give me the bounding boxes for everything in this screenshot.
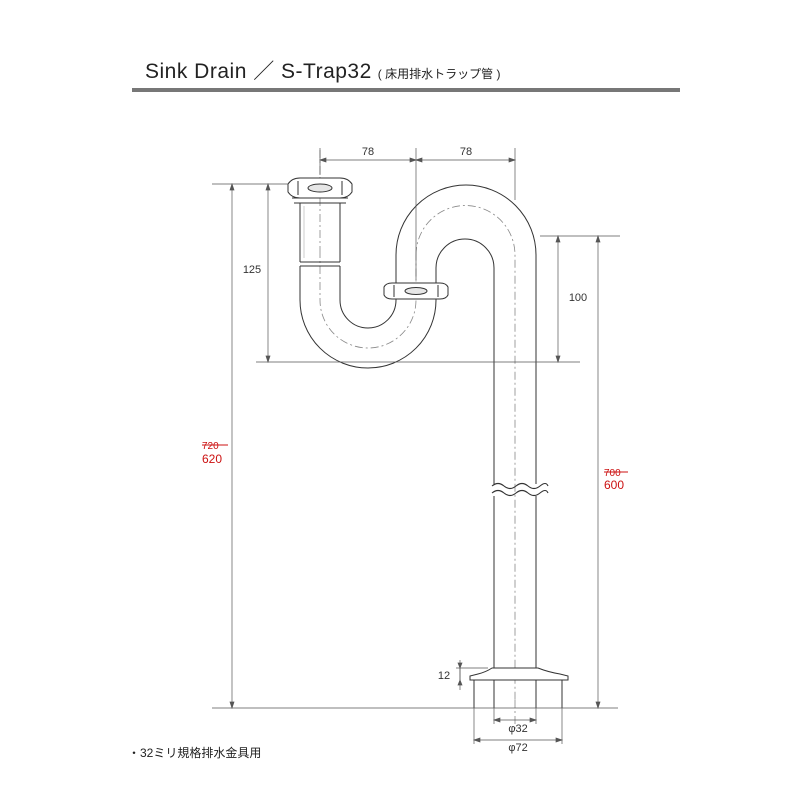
title-block: Sink Drain ／ S-Trap32 ( 床用排水トラップ管 ) [145,55,500,85]
upper-bend [395,184,537,283]
floor-flange [469,667,569,708]
dim-pipe-diameter: φ32 [508,723,527,735]
centerlines [319,150,516,730]
middle-slip-nut [383,282,449,300]
dim-right-height-old: 700 [604,468,621,479]
dim-right-depth: 100 [569,292,587,304]
usage-note: ・32ミリ規格排水金具用 [128,746,262,760]
dim-left-height-new: 620 [202,452,222,466]
drain-pipe [491,255,549,668]
page-subtitle: ( 床用排水トラップ管 ) [377,67,501,81]
inlet-slip-nut [287,177,353,204]
tail-pipe [299,203,341,300]
page-title: Sink Drain ／ S-Trap32 [145,60,372,83]
dim-right-height-new: 600 [604,478,624,492]
dim-flange-diameter: φ72 [508,742,527,754]
dim-left-depth: 125 [243,264,261,276]
title-underline [132,88,680,92]
dim-top-right: 78 [460,146,472,158]
dim-top-left: 78 [362,146,374,158]
dim-flange-thickness: 12 [438,670,450,682]
dim-left-height-old: 720 [202,441,219,452]
dimension-lines [212,148,620,744]
